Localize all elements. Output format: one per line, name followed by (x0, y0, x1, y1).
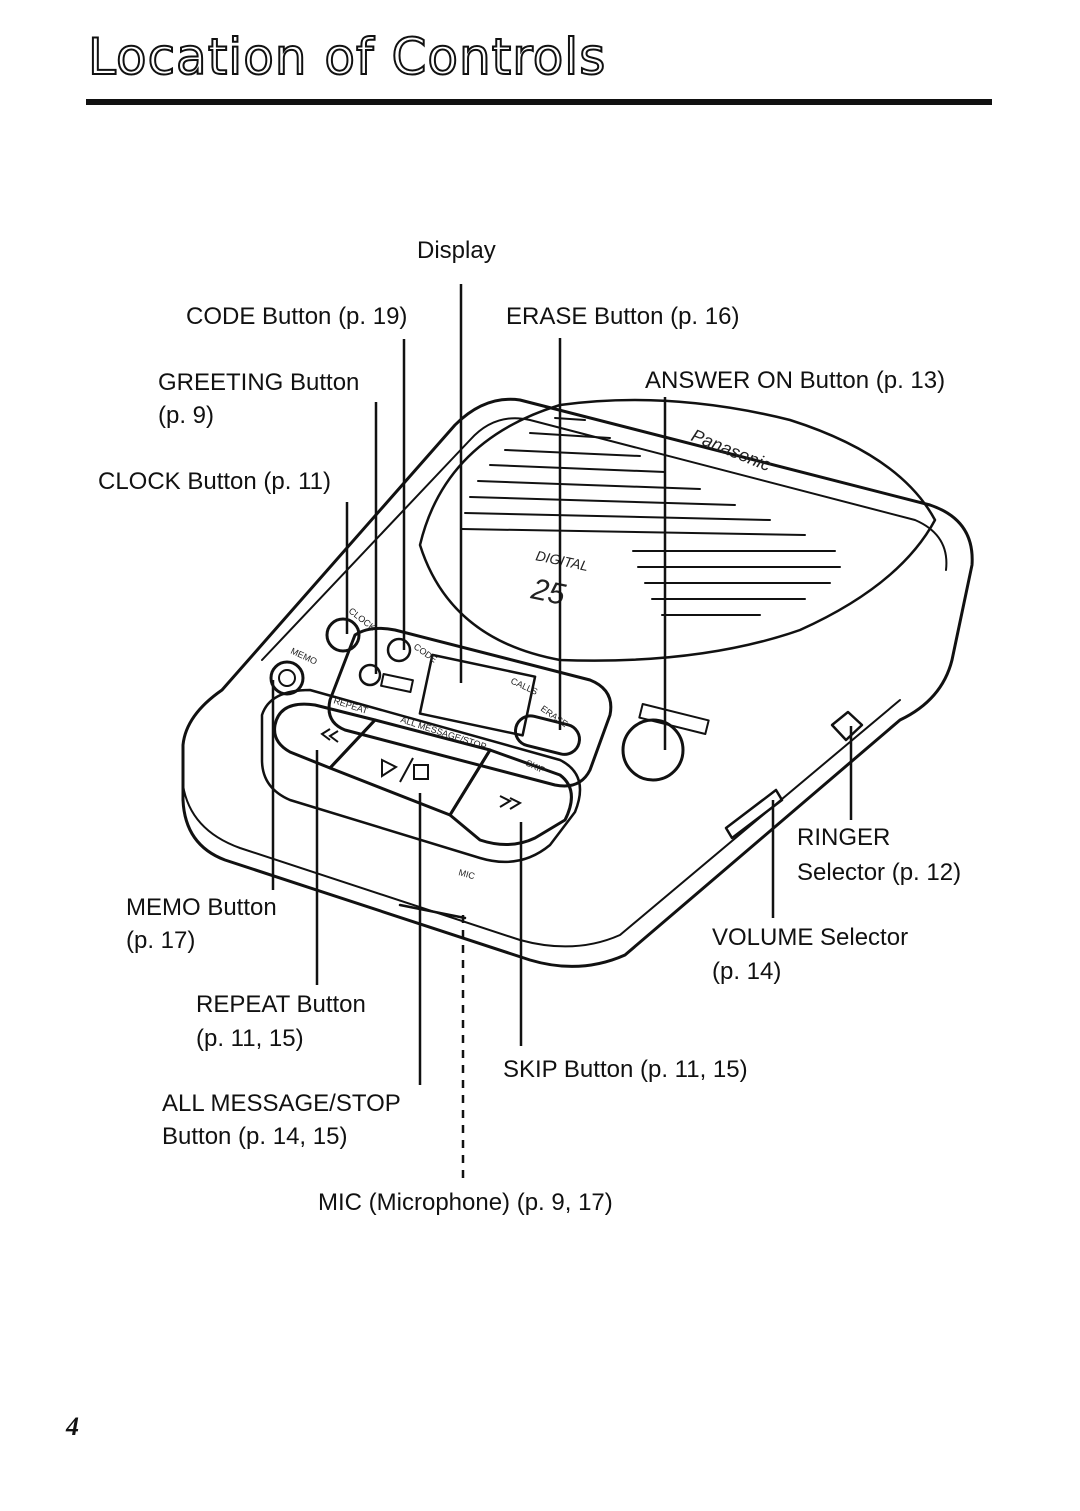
erase-key-label: ERASE (539, 703, 570, 729)
transport-key-frame (260, 688, 582, 864)
answer-on-button-label: ANSWER ON Button (p. 13) (645, 367, 946, 394)
answer-on-label-plate (638, 702, 710, 736)
display-label: Display (417, 237, 496, 264)
brand-logo: Panasonic (689, 425, 774, 475)
volume-selector-label: VOLUME Selector (712, 924, 909, 951)
erase-button[interactable] (512, 713, 582, 758)
control-panel-outline (327, 626, 613, 788)
capacity-badge: 25 (528, 572, 569, 611)
device-base-edge (182, 699, 901, 948)
ringer-selector[interactable] (830, 710, 864, 742)
memo-button-center (278, 669, 296, 687)
device-top-rim (261, 417, 948, 661)
fast-forward-icon (499, 795, 523, 810)
greeting-button[interactable] (358, 663, 382, 687)
mic-key-label: MIC (457, 867, 476, 881)
all-message-key-label: ALL MESSAGE/STOP (399, 714, 487, 751)
erase-button-label: ERASE Button (p. 16) (506, 303, 740, 330)
clock-button-label: CLOCK Button (p. 11) (98, 468, 331, 495)
microphone-slot (398, 903, 467, 920)
volume-selector-page: (p. 14) (712, 958, 782, 985)
page-title: Location of Controls (87, 27, 607, 87)
skip-key-label: SKIP (524, 758, 547, 776)
memo-button-page: (p. 17) (126, 927, 196, 954)
speaker-grille (461, 417, 841, 616)
display-window (418, 653, 537, 737)
skip-button[interactable] (448, 748, 573, 846)
repeat-button-page: (p. 11, 15) (196, 1025, 304, 1052)
volume-selector[interactable] (724, 788, 784, 840)
mic-label: MIC (Microphone) (p. 9, 17) (318, 1189, 613, 1216)
rewind-icon (320, 728, 339, 743)
all-message-stop-button-label: ALL MESSAGE/STOP (162, 1090, 401, 1117)
all-message-stop-button-page: Button (p. 14, 15) (162, 1123, 348, 1150)
memo-button-label: MEMO Button (126, 894, 277, 921)
clock-button[interactable] (325, 617, 361, 653)
greeting-button-page: (p. 9) (158, 402, 215, 429)
code-button-label: CODE Button (p. 19) (186, 303, 408, 330)
leader-lines (271, 284, 853, 1185)
greeting-bracket (380, 673, 414, 693)
code-key-label: CODE (412, 641, 439, 664)
device-body-outline (181, 397, 974, 968)
skip-button-label: SKIP Button (p. 11, 15) (503, 1056, 748, 1083)
ringer-selector-label: RINGER (797, 824, 891, 851)
clock-key-label: CLOCK (347, 606, 378, 633)
ringer-selector-page: Selector (p. 12) (797, 859, 962, 886)
title-rule (86, 99, 992, 105)
answer-on-button[interactable] (621, 718, 685, 782)
page-number: 4 (66, 1412, 79, 1441)
greeting-button-label: GREETING Button (158, 369, 360, 396)
memo-button[interactable] (269, 660, 305, 696)
repeat-button-label: REPEAT Button (196, 991, 366, 1018)
play-stop-icon (381, 757, 429, 783)
code-button[interactable] (386, 637, 412, 663)
model-badge: DIGITAL (534, 547, 590, 574)
